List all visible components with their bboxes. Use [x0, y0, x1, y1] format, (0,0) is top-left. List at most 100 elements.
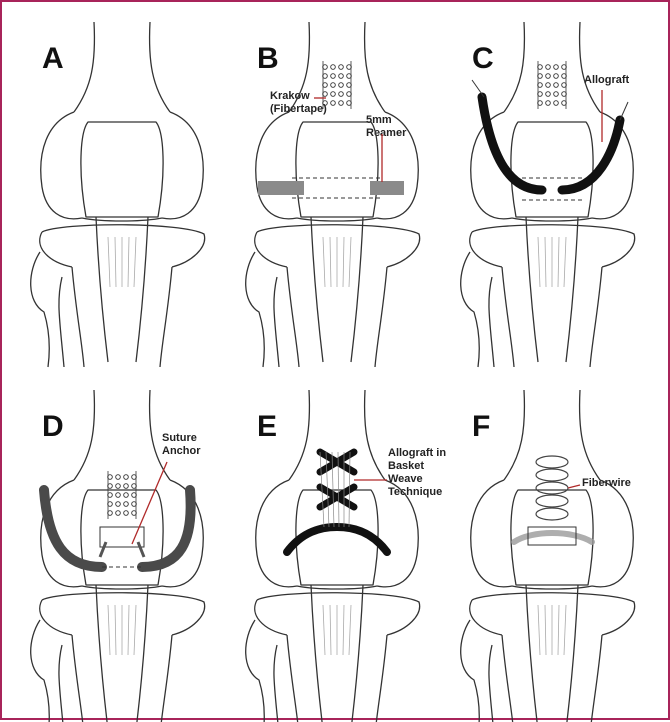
tendon-striation [343, 605, 344, 655]
stitch-knot [331, 92, 336, 97]
tendon-striation [349, 237, 351, 287]
stitch-knot [546, 83, 551, 88]
patella-outline [81, 122, 163, 217]
tibia-shaft-right [590, 267, 602, 367]
tendon-striation [108, 605, 110, 655]
fibula-outline [246, 620, 264, 722]
tibial-plateau-medial [470, 232, 502, 267]
femur-shaft-left-line [504, 22, 524, 112]
tibial-plateau-medial [255, 232, 287, 267]
tibial-plateau-medial [40, 600, 72, 635]
stitch-knot [554, 83, 559, 88]
tibial-plateau [42, 225, 205, 267]
tibial-plateau-medial [470, 600, 502, 635]
tibial-plateau [257, 593, 420, 635]
weave-strand [349, 452, 350, 527]
femur-shaft-left-line [289, 390, 309, 480]
reamer-bar-right [370, 181, 404, 195]
stitch-knot [116, 484, 121, 489]
patella-outline [296, 122, 378, 217]
tendon-striation [564, 237, 566, 287]
tendon-striation [323, 605, 325, 655]
reamer-bar-left [258, 181, 304, 195]
intercondylar-line [82, 586, 162, 589]
fibula-inner-line [59, 277, 64, 367]
tendon-striation [330, 605, 331, 655]
fiberwire-loop [536, 508, 568, 520]
basket-weave-e [287, 452, 387, 552]
tibia-shaft-left [287, 635, 299, 722]
tendon-striation [115, 237, 116, 287]
intercondylar-line [512, 218, 592, 221]
leader-fiberwire [568, 485, 580, 488]
suture-anchors-d [100, 542, 144, 557]
tendon-striation [330, 237, 331, 287]
fibula-inner-line [489, 277, 494, 367]
tibia-shaft-right [590, 635, 602, 722]
tendon-striation [108, 237, 110, 287]
femur-shaft-right-line [580, 390, 600, 480]
fibula-outline [246, 252, 264, 367]
tibial-plateau-medial [255, 600, 287, 635]
fiberwire-f [514, 456, 592, 545]
femur-shaft-left-line [504, 390, 524, 480]
patellar-tendon-left [311, 217, 323, 362]
stitch-knot [339, 101, 344, 106]
tendon-striation [115, 605, 116, 655]
femur-medial-condyle [41, 112, 82, 219]
stitch-knot [124, 493, 129, 498]
femur-shaft-left-line [74, 22, 94, 112]
patellar-tendon-right [566, 585, 578, 722]
tendon-striation [128, 605, 129, 655]
knee-drawing-e [246, 390, 420, 722]
krakow-stitches-d [108, 471, 137, 519]
patellar-tendon-left [526, 585, 538, 722]
stitch-knot [339, 74, 344, 79]
tibia-shaft-left [502, 635, 514, 722]
stitch-knot [546, 92, 551, 97]
stitch-knot [116, 502, 121, 507]
patellar-tendon-right [136, 217, 148, 362]
femur-shaft-right-line [365, 22, 385, 112]
weave-base [287, 527, 387, 552]
stitch-knot [339, 92, 344, 97]
graft-end-strand [472, 80, 484, 97]
tendon-striation [545, 237, 546, 287]
patellar-tendon-right [566, 217, 578, 362]
stitch-knot [116, 493, 121, 498]
tendon-striation [134, 237, 136, 287]
stitch-knot [124, 502, 129, 507]
graft-wrap-f [514, 533, 592, 542]
tibia-shaft-right [160, 635, 172, 722]
femur-shaft-right-line [580, 22, 600, 112]
tibial-plateau [257, 225, 420, 267]
leader-suture-anchor [132, 462, 167, 544]
stitch-knot [116, 475, 121, 480]
fibula-inner-line [274, 277, 279, 367]
tibia-shaft-left [287, 267, 299, 367]
fiberwire-loop [536, 495, 568, 507]
stitch-knot [554, 74, 559, 79]
femur-shaft-left-line [289, 22, 309, 112]
femur-medial-condyle [256, 112, 297, 219]
fiberwire-loop [536, 456, 568, 468]
fibula-outline [461, 620, 479, 722]
graft-end-strand [620, 102, 628, 120]
intercondylar-line [297, 218, 377, 221]
stitch-knot [339, 83, 344, 88]
stitch-knot [554, 92, 559, 97]
tendon-striation [538, 605, 540, 655]
fibula-outline [461, 252, 479, 367]
patellar-tendon-right [351, 585, 363, 722]
femur-shaft-left-line [74, 390, 94, 480]
tendon-striation [349, 605, 351, 655]
krakow-stitches-b [323, 61, 352, 109]
femur-shaft-right-line [150, 390, 170, 480]
stitch-knot [554, 65, 559, 70]
stitch-knot [116, 511, 121, 516]
tibia-shaft-left [72, 635, 84, 722]
intercondylar-line [82, 218, 162, 221]
fibula-inner-line [489, 645, 494, 722]
patellar-tendon-left [311, 585, 323, 722]
